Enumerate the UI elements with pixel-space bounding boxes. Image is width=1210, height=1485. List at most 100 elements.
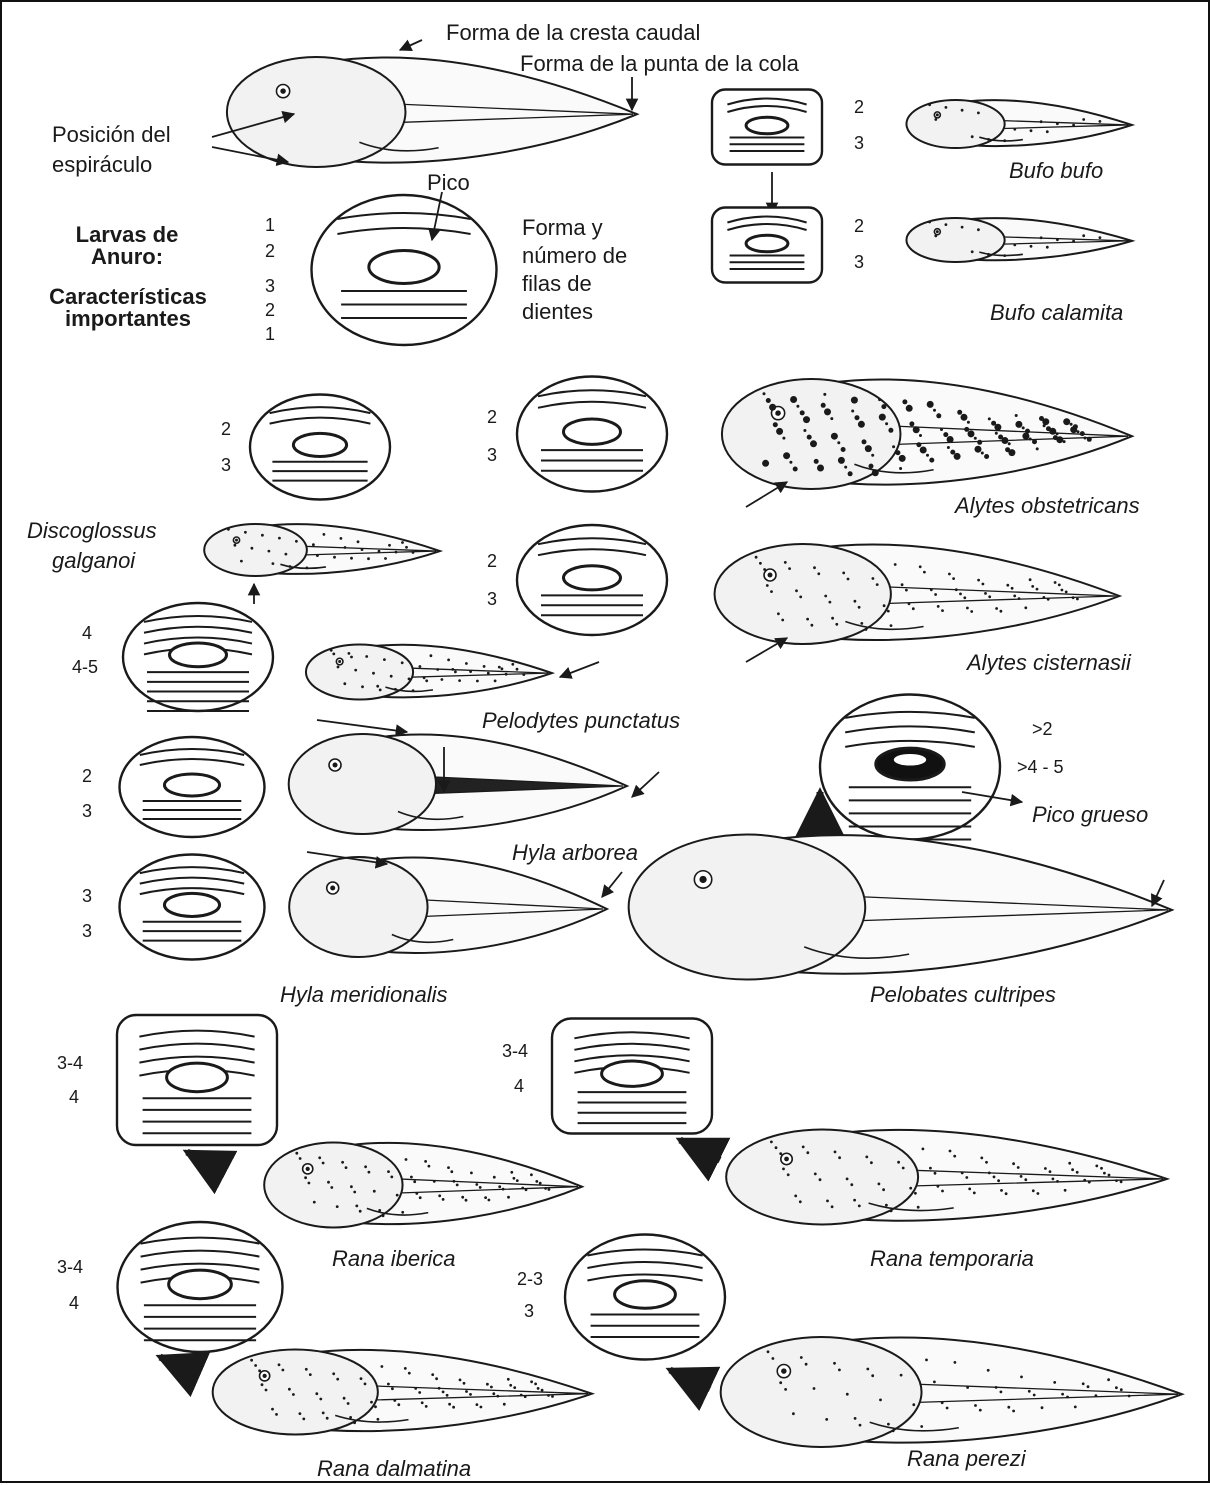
pigment-spot	[766, 398, 771, 403]
pigment-spot	[792, 1412, 795, 1415]
pigment-spot	[431, 1373, 434, 1376]
bufo-calamita-lower-rows: 3	[854, 253, 864, 271]
pigment-spot	[503, 1403, 506, 1406]
pigment-spot	[847, 578, 850, 581]
pigment-spot	[833, 1362, 836, 1365]
pigment-spot	[453, 1180, 456, 1183]
pigment-spot	[278, 1363, 281, 1366]
bufo-bufo-upper-rows: 2	[854, 98, 864, 116]
species-rana-dalmatina: Rana dalmatina	[317, 1458, 471, 1480]
beak	[169, 1270, 232, 1299]
pigment-spot	[1054, 581, 1057, 584]
pigment-spot	[970, 610, 973, 613]
bufo-bufo-lower-rows: 3	[854, 134, 864, 152]
pigment-spot	[883, 604, 886, 607]
pigment-spot	[476, 680, 479, 683]
hyla-meridionalis-lower-rows: 3	[82, 922, 92, 940]
pigment-spot	[299, 1157, 302, 1160]
pigment-spot	[1058, 584, 1061, 587]
beak	[746, 235, 788, 252]
pigment-spot	[941, 609, 944, 612]
pigment-spot	[872, 577, 875, 580]
pigment-spot	[966, 1386, 969, 1389]
tooth-row-label: 1	[265, 216, 275, 234]
pigment-spot	[899, 467, 902, 470]
pigment-spot	[923, 571, 926, 574]
pigment-spot	[858, 606, 861, 609]
pigment-spot	[943, 432, 948, 437]
rana-temporaria-upper-rows: 3-4	[502, 1042, 528, 1060]
pigment-spot	[776, 428, 783, 435]
pigment-spot	[901, 583, 904, 586]
pupil	[338, 660, 341, 663]
pigment-spot	[1031, 585, 1034, 588]
pigment-spot	[501, 667, 504, 670]
pigment-spot	[433, 1180, 436, 1183]
beak	[164, 893, 219, 916]
pigment-spot	[919, 565, 922, 568]
beak	[164, 774, 219, 796]
bufo-calamita-upper-rows: 2	[854, 217, 864, 235]
pigment-spot	[954, 453, 961, 460]
tadpole-body	[629, 835, 866, 980]
pigment-spot	[1068, 1162, 1071, 1165]
pigment-spot	[401, 661, 404, 664]
pigment-spot	[251, 547, 254, 550]
pigment-spot	[535, 1180, 538, 1183]
pigment-spot	[309, 1373, 312, 1376]
species-bufo-bufo: Bufo bufo	[1009, 160, 1103, 182]
pigment-spot	[1053, 1381, 1056, 1384]
pigment-spot	[484, 1196, 487, 1199]
pigment-spot	[920, 447, 927, 454]
pigment-spot	[465, 1390, 468, 1393]
pigment-spot	[971, 135, 974, 138]
pigment-spot	[824, 595, 827, 598]
pigment-spot	[396, 1194, 399, 1197]
pigment-spot	[1072, 124, 1075, 127]
pigment-spot	[888, 428, 893, 433]
pigment-spot	[987, 253, 990, 256]
pigment-spot	[361, 685, 364, 688]
pigment-spot	[1013, 595, 1016, 598]
pigment-spot	[1037, 1192, 1040, 1195]
pigment-spot	[419, 1196, 422, 1199]
pigment-spot	[469, 1393, 472, 1396]
rana-temporaria-lower-rows: 4	[514, 1077, 524, 1095]
pigment-spot	[933, 409, 936, 412]
pigment-spot	[930, 588, 933, 591]
hyla-arborea-lower-rows: 3	[82, 802, 92, 820]
label-teeth-1: Forma y	[522, 217, 603, 239]
pigment-spot	[977, 228, 980, 231]
pigment-spot	[470, 1172, 473, 1175]
pigment-spot	[869, 464, 874, 469]
pigment-spot	[408, 678, 411, 681]
oral-disc-hyla-meridionalis	[120, 855, 265, 960]
pigment-spot	[937, 605, 940, 608]
tadpole-discoglossus	[204, 524, 440, 576]
pigment-spot	[435, 1377, 438, 1380]
pigment-spot	[1040, 236, 1043, 239]
pigment-spot	[977, 440, 982, 445]
pigment-spot	[404, 1367, 407, 1370]
pigment-spot	[922, 1148, 925, 1151]
pigment-spot	[299, 1412, 302, 1415]
pigment-spot	[997, 1179, 1000, 1182]
pigment-spot	[773, 422, 778, 427]
pigment-spot	[871, 454, 874, 457]
pigment-spot	[447, 1166, 450, 1169]
pigment-spot	[1073, 424, 1078, 429]
pigment-spot	[447, 659, 450, 662]
discoglossus-lower-rows: 3	[221, 456, 231, 474]
pigment-spot	[357, 540, 360, 543]
pigment-spot	[1030, 245, 1033, 248]
pigment-spot	[475, 1183, 478, 1186]
pigment-spot	[490, 1386, 493, 1389]
pigment-spot	[973, 1192, 976, 1195]
pigment-spot	[312, 543, 315, 546]
pigment-spot	[769, 404, 776, 411]
pigment-spot	[916, 442, 921, 447]
pigment-spot	[234, 544, 237, 547]
pigment-spot	[418, 1391, 421, 1394]
pigment-spot	[391, 1387, 394, 1390]
pigment-spot	[830, 417, 833, 420]
